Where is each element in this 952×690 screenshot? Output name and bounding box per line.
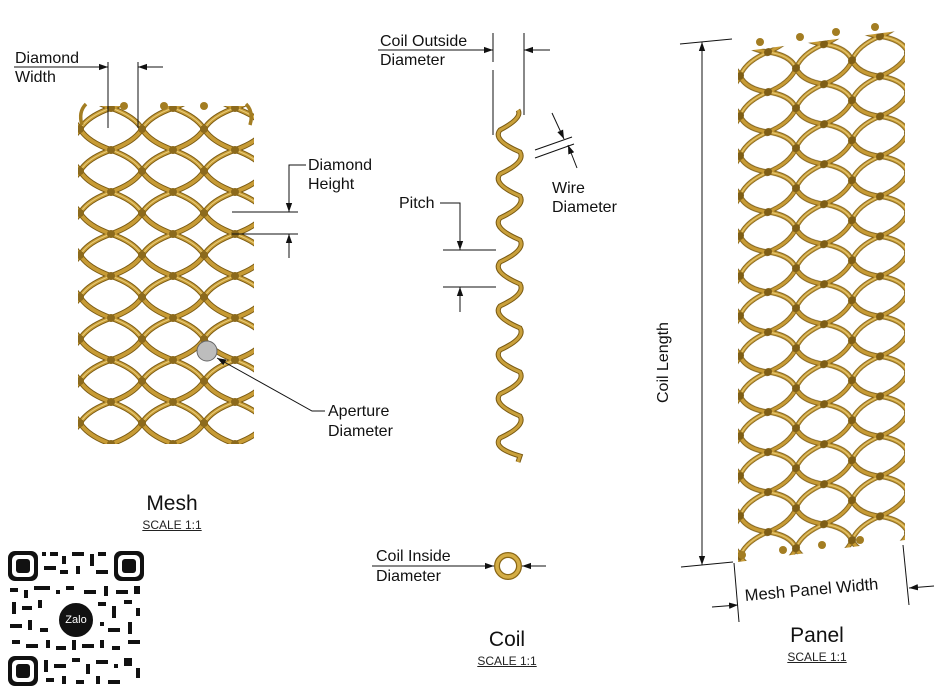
- mesh-panel-width-dimension: [711, 544, 935, 623]
- coil-length-dimension: [679, 38, 734, 568]
- coil-scale: SCALE 1:1: [477, 654, 537, 668]
- mesh-scale: SCALE 1:1: [142, 518, 202, 532]
- coil-outside-diameter-label-line2: Diameter: [380, 52, 445, 69]
- diamond-width-label-line2: Width: [15, 69, 56, 86]
- diamond-height-label-line1: Diamond: [308, 157, 373, 174]
- pitch-label: Pitch: [399, 195, 435, 212]
- diamond-height-dimension: [232, 164, 306, 258]
- aperture-diameter-label-line2: Diameter: [328, 423, 393, 440]
- aperture-diameter-label-line1: Aperture: [328, 403, 390, 420]
- coil-outside-diameter-dimension: [378, 33, 550, 135]
- pitch-dimension: [440, 202, 496, 312]
- coil-inside-diameter-label-line2: Diameter: [376, 568, 441, 585]
- coil-section: [372, 552, 546, 580]
- panel-drawing: [738, 23, 905, 562]
- diamond-width-label-line1: Diamond: [15, 50, 80, 67]
- mesh-drawing: [78, 102, 254, 444]
- panel-title: Panel: [790, 624, 844, 647]
- diamond-width-dimension: [14, 62, 163, 128]
- qr-code-icon: [6, 549, 144, 687]
- wire-diameter-label-line2: Diameter: [552, 199, 617, 216]
- coil-drawing: [495, 108, 524, 463]
- wire-diameter-label-line1: Wire: [552, 180, 585, 197]
- coil-title: Coil: [488, 628, 526, 651]
- coil-outside-diameter-label-line1: Coil Outside: [380, 33, 468, 50]
- diamond-height-label-line2: Height: [308, 176, 355, 193]
- zalo-logo: Zalo: [57, 601, 95, 639]
- panel-scale: SCALE 1:1: [787, 650, 847, 664]
- coil-inside-diameter-label-line1: Coil Inside: [376, 548, 451, 565]
- mesh-title: Mesh: [146, 492, 198, 515]
- coil-length-label: Coil Length: [655, 322, 672, 403]
- wire-diameter-dimension: [534, 112, 578, 169]
- aperture-dimension: [196, 340, 325, 412]
